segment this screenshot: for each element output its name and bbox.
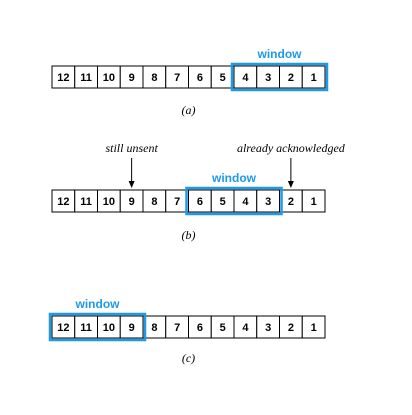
sequence-number: 5 [220, 322, 226, 334]
sequence-number: 10 [103, 322, 115, 334]
still-unsent-note: still unsent [105, 141, 158, 155]
sequence-number: 1 [311, 72, 317, 84]
window-frame [185, 186, 283, 216]
sequence-cell [301, 315, 326, 339]
still-unsent-arrow [128, 158, 135, 188]
sequence-number: 6 [197, 72, 203, 84]
window-label: window [211, 171, 257, 185]
sequence-number: 2 [288, 322, 294, 334]
sequence-number: 7 [174, 322, 180, 334]
sequence-number: 8 [151, 322, 157, 334]
sequence-number: 2 [288, 196, 294, 208]
sequence-number: 11 [80, 322, 92, 334]
sequence-number: 2 [288, 72, 294, 84]
sequence-cell [301, 65, 326, 89]
already-acknowledged-note: already acknowledged [237, 141, 346, 155]
sequence-number: 7 [174, 196, 180, 208]
sequence-number: 1 [311, 322, 317, 334]
sequence-number: 3 [265, 196, 271, 208]
panel-caption: (a) [182, 103, 196, 117]
sequence-number: 4 [242, 322, 249, 334]
window-label: window [75, 297, 121, 311]
sequence-number: 10 [103, 72, 115, 84]
sequence-number: 12 [57, 72, 69, 84]
sequence-number: 9 [129, 72, 135, 84]
panel-caption: (b) [182, 228, 196, 242]
already-acknowledged-arrow [287, 158, 294, 188]
sequence-number: 10 [103, 196, 115, 208]
window-label: window [257, 47, 303, 61]
sequence-number: 8 [151, 196, 157, 208]
window-frame [48, 312, 147, 342]
sequence-number: 3 [265, 72, 271, 84]
sequence-number: 4 [242, 196, 249, 208]
window-frame [230, 62, 329, 92]
sequence-number: 6 [197, 322, 203, 334]
sequence-number: 5 [220, 72, 226, 84]
sequence-number: 4 [242, 72, 249, 84]
sequence-number: 3 [265, 322, 271, 334]
sequence-number: 8 [151, 72, 157, 84]
panel-caption: (c) [182, 351, 195, 365]
sequence-number: 9 [129, 322, 135, 334]
sequence-number: 9 [129, 196, 135, 208]
sequence-number: 6 [197, 196, 203, 208]
sequence-number: 5 [220, 196, 226, 208]
sequence-number: 11 [80, 196, 92, 208]
sequence-number: 1 [311, 196, 317, 208]
sequence-number: 7 [174, 72, 180, 84]
sequence-cell [301, 189, 326, 213]
sequence-number: 11 [80, 72, 92, 84]
sequence-number: 12 [57, 196, 69, 208]
sequence-number: 12 [57, 322, 69, 334]
